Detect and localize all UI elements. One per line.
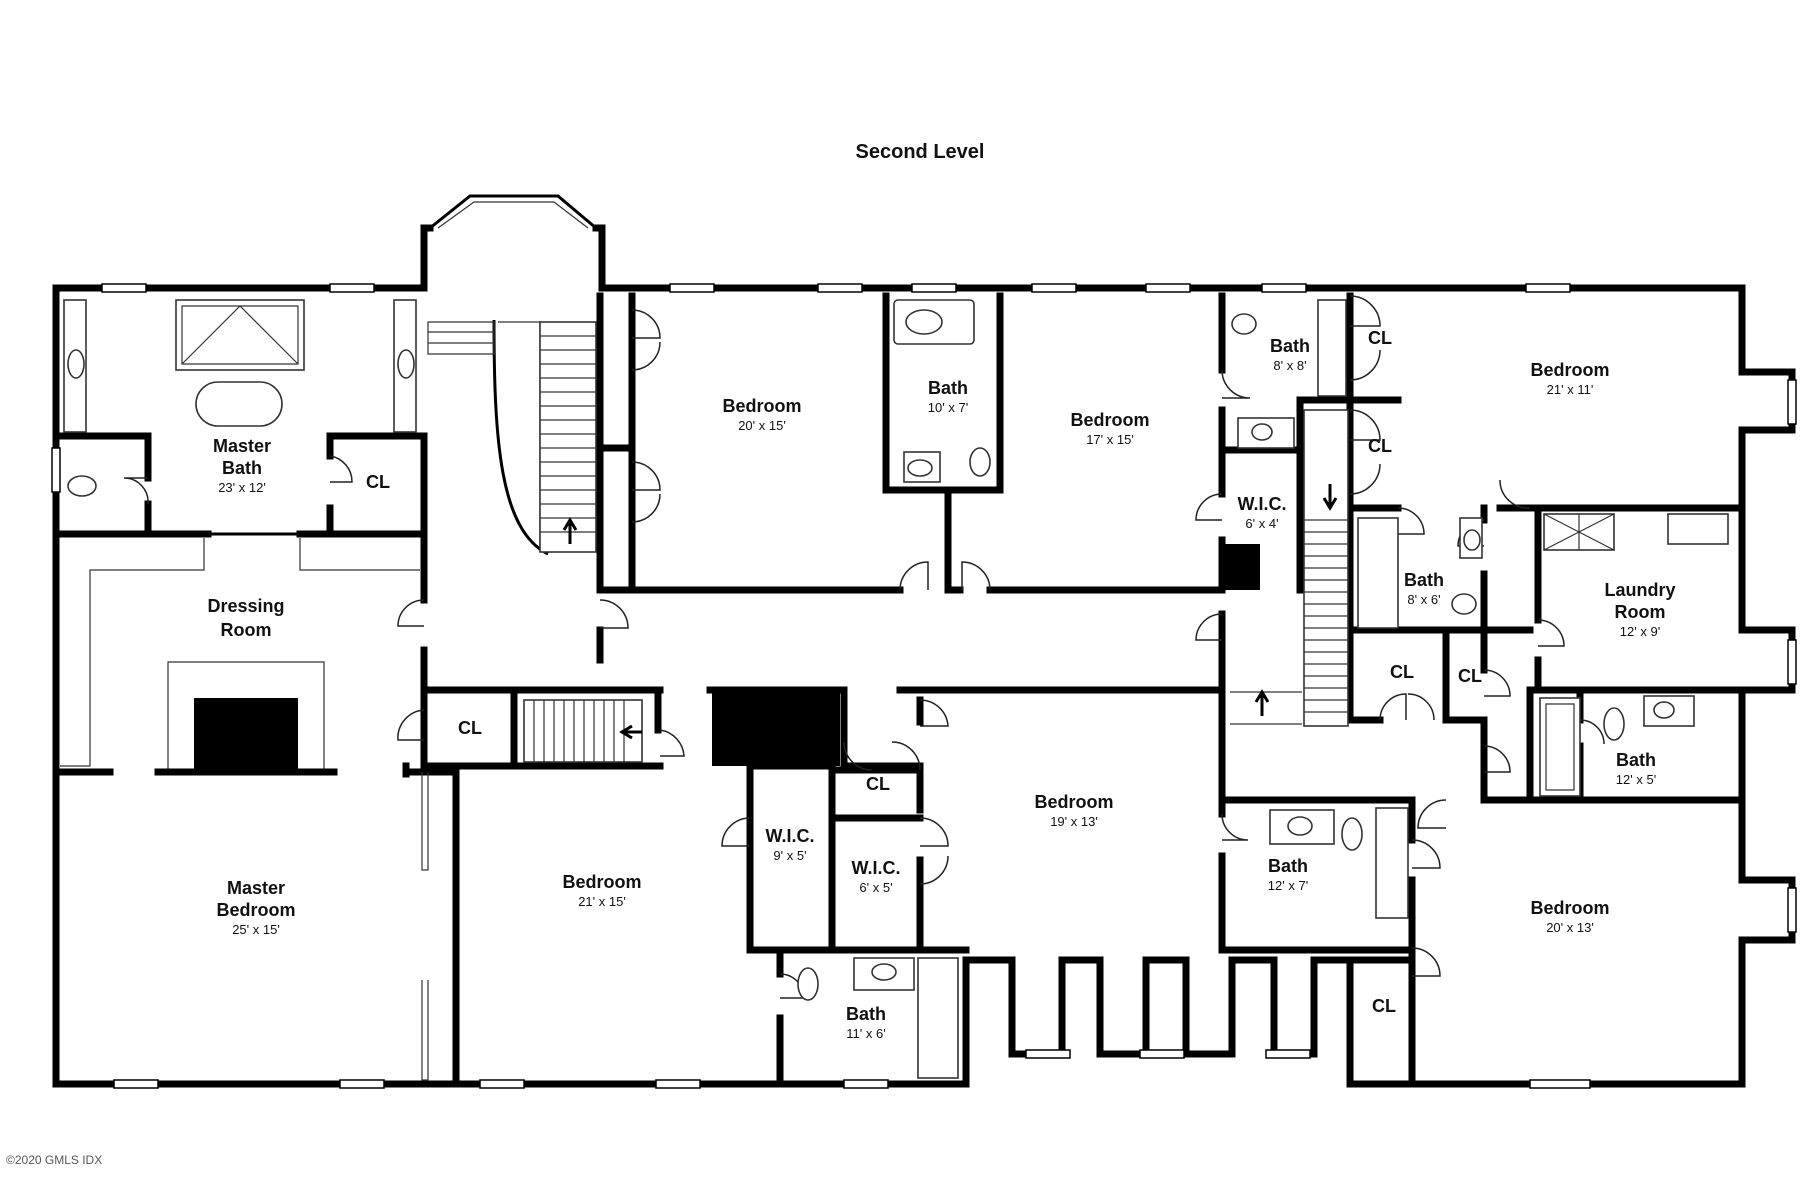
room-name: Room bbox=[1615, 602, 1666, 622]
room-dimensions: 12' x 9' bbox=[1620, 624, 1660, 639]
room-cl-top-1: CL bbox=[1368, 328, 1392, 348]
room-name: Bedroom bbox=[1530, 360, 1609, 380]
room-dimensions: 8' x 6' bbox=[1407, 592, 1440, 607]
room-dimensions: 20' x 15' bbox=[738, 418, 786, 433]
windows bbox=[51, 283, 1797, 1089]
room-dimensions: 8' x 8' bbox=[1273, 358, 1306, 373]
room-bedroom-e: Bedroom 19' x 13' bbox=[1034, 792, 1113, 829]
room-cl-center: CL bbox=[866, 774, 890, 794]
room-name: Bath bbox=[1268, 856, 1308, 876]
room-cl-master-bath: CL bbox=[366, 472, 390, 492]
room-bedroom-d: Bedroom 21' x 15' bbox=[562, 872, 641, 909]
room-bath-e: Bath 11' x 6' bbox=[846, 1004, 886, 1041]
back-staircase bbox=[1230, 409, 1349, 727]
room-name: Bedroom bbox=[562, 872, 641, 892]
room-wic-b: W.I.C. 9' x 5' bbox=[766, 826, 815, 863]
center-staircase bbox=[523, 699, 643, 763]
main-staircase bbox=[427, 319, 597, 556]
room-dimensions: 6' x 5' bbox=[859, 880, 892, 895]
room-master-bedroom: Master Bedroom 25' x 15' bbox=[216, 878, 295, 937]
room-cl-top-2: CL bbox=[1368, 436, 1392, 456]
room-name: Master bbox=[213, 436, 271, 456]
room-dimensions: 12' x 7' bbox=[1268, 878, 1308, 893]
room-bath-d: Bath 12' x 5' bbox=[1616, 750, 1656, 787]
room-name: Bedroom bbox=[722, 396, 801, 416]
room-cl-mid-2: CL bbox=[1458, 666, 1482, 686]
room-dimensions: 21' x 11' bbox=[1547, 382, 1594, 397]
room-dimensions: 19' x 13' bbox=[1050, 814, 1098, 829]
room-labels: Master Bath 23' x 12' CL Dressing Room M… bbox=[207, 328, 1675, 1041]
room-bedroom-a: Bedroom 20' x 15' bbox=[722, 396, 801, 433]
room-bath-f: Bath 12' x 7' bbox=[1268, 856, 1308, 893]
room-cl-hall-left: CL bbox=[458, 718, 482, 738]
fireplace-block bbox=[194, 698, 298, 770]
room-bedroom-b: Bedroom 17' x 15' bbox=[1070, 410, 1149, 447]
room-dressing-room: Dressing Room bbox=[207, 596, 284, 640]
room-laundry: Laundry Room 12' x 9' bbox=[1604, 580, 1675, 639]
room-cl-bottom-right: CL bbox=[1372, 996, 1396, 1016]
room-name: W.I.C. bbox=[766, 826, 815, 846]
room-name: Master bbox=[227, 878, 285, 898]
room-name: Bath bbox=[1616, 750, 1656, 770]
copyright-text: ©2020 GMLS IDX bbox=[6, 1153, 102, 1167]
room-name: Bath bbox=[222, 458, 262, 478]
room-name: Bath bbox=[1270, 336, 1310, 356]
room-name: Dressing bbox=[207, 596, 284, 616]
exterior-walls bbox=[52, 224, 1796, 1088]
chase-block bbox=[1222, 544, 1260, 590]
room-bedroom-c: Bedroom 21' x 11' bbox=[1530, 360, 1609, 397]
room-dimensions: 23' x 12' bbox=[218, 480, 266, 495]
room-name: Bedroom bbox=[1070, 410, 1149, 430]
room-name: Bath bbox=[1404, 570, 1444, 590]
room-name: Bedroom bbox=[1034, 792, 1113, 812]
room-name: Bath bbox=[928, 378, 968, 398]
room-dimensions: 25' x 15' bbox=[232, 922, 280, 937]
fixtures bbox=[63, 299, 1729, 1079]
bay-window bbox=[429, 194, 597, 230]
room-bath-a: Bath 10' x 7' bbox=[928, 378, 968, 415]
room-bath-b: Bath 8' x 8' bbox=[1270, 336, 1310, 373]
room-name: Bedroom bbox=[1530, 898, 1609, 918]
room-name: W.I.C. bbox=[1238, 494, 1287, 514]
room-wic-c: W.I.C. 6' x 5' bbox=[852, 858, 901, 895]
room-bath-c: Bath 8' x 6' bbox=[1404, 570, 1444, 607]
chimney-block bbox=[712, 690, 840, 766]
room-name: Bedroom bbox=[216, 900, 295, 920]
room-dimensions: 17' x 15' bbox=[1086, 432, 1134, 447]
room-cl-mid-1: CL bbox=[1390, 662, 1414, 682]
room-dimensions: 6' x 4' bbox=[1245, 516, 1278, 531]
room-name: Laundry bbox=[1604, 580, 1675, 600]
room-dimensions: 12' x 5' bbox=[1616, 772, 1656, 787]
room-dimensions: 21' x 15' bbox=[578, 894, 626, 909]
room-bedroom-f: Bedroom 20' x 13' bbox=[1530, 898, 1609, 935]
room-wic-a: W.I.C. 6' x 4' bbox=[1238, 494, 1287, 531]
interior-walls bbox=[52, 292, 1746, 1088]
room-name: W.I.C. bbox=[852, 858, 901, 878]
room-dimensions: 11' x 6' bbox=[846, 1026, 885, 1041]
plan-title: Second Level bbox=[856, 141, 985, 163]
fireplace bbox=[158, 661, 334, 772]
room-name: Bath bbox=[846, 1004, 886, 1024]
room-master-bath: Master Bath 23' x 12' bbox=[213, 436, 271, 495]
room-dimensions: 20' x 13' bbox=[1546, 920, 1594, 935]
dressing-room-built-ins bbox=[60, 538, 429, 1081]
room-dimensions: 10' x 7' bbox=[928, 400, 968, 415]
room-dimensions: 9' x 5' bbox=[773, 848, 806, 863]
room-name: Room bbox=[221, 620, 272, 640]
